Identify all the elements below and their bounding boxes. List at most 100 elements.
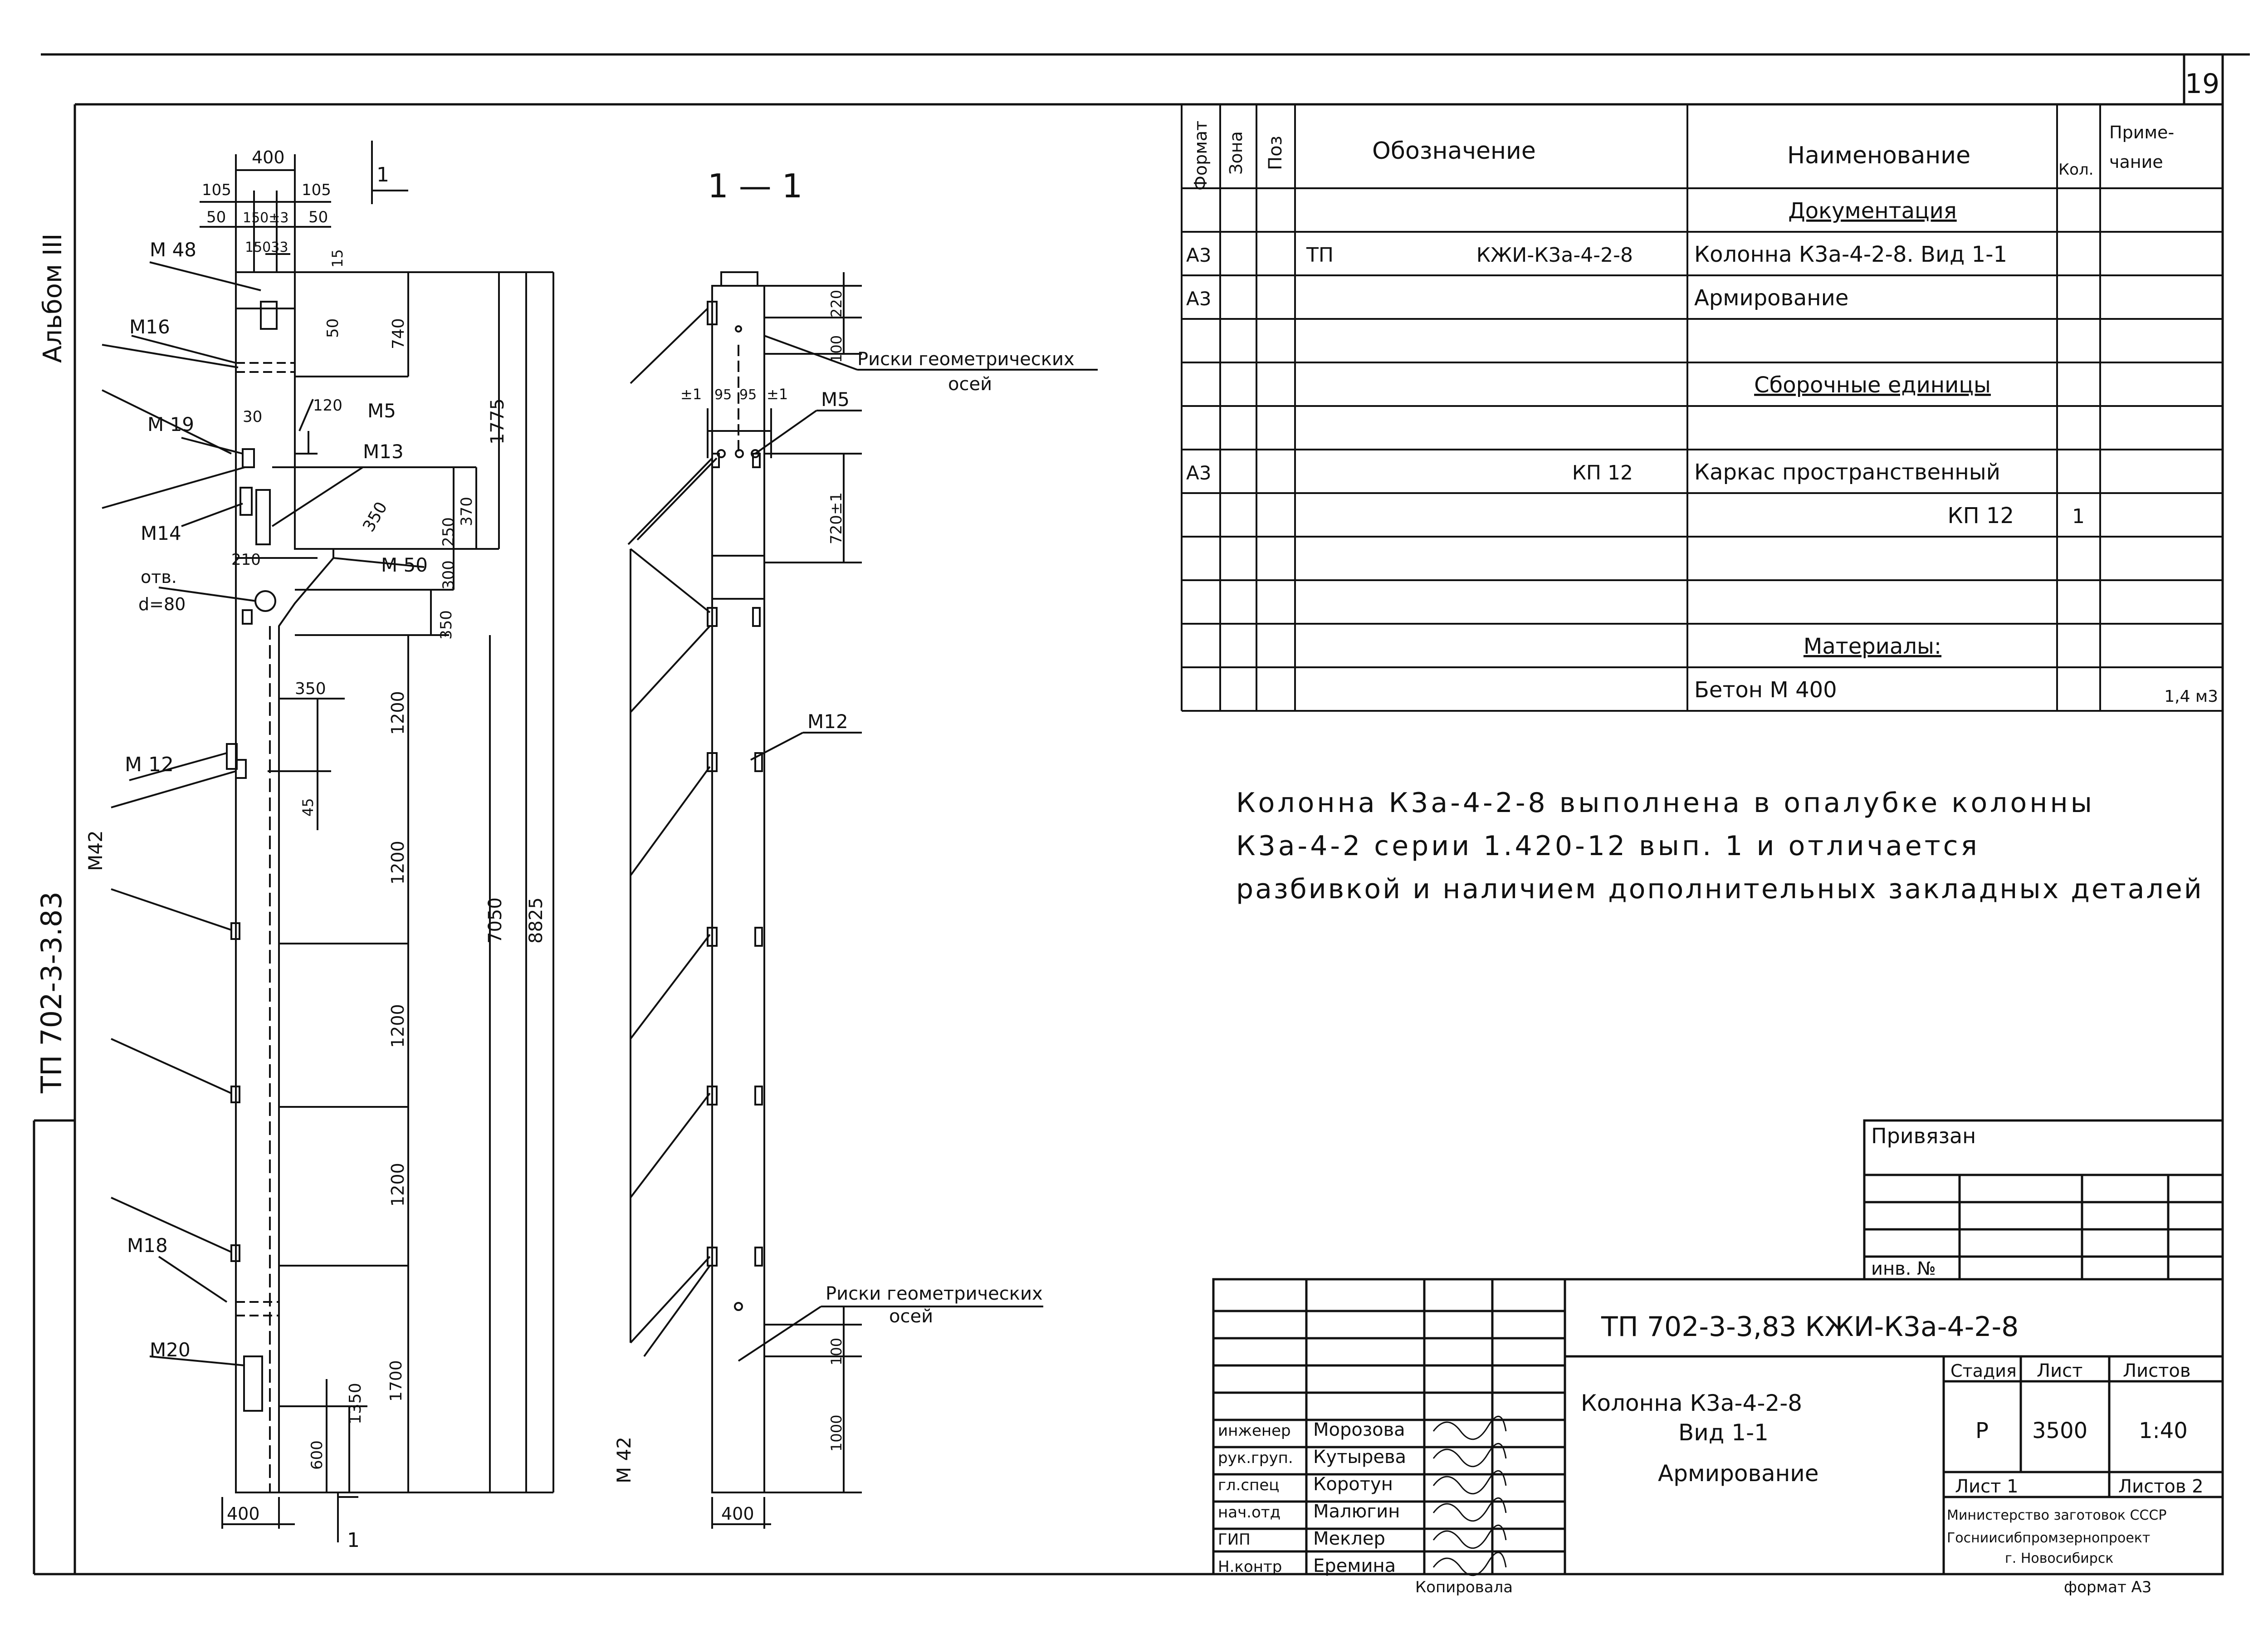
row-format: А3 xyxy=(1186,244,1211,266)
dim-50-left: 50 xyxy=(206,208,226,226)
header-pos: Поз xyxy=(1265,136,1286,170)
label-m48: М 48 xyxy=(150,239,196,261)
row-name: Каркас пространственный xyxy=(1694,460,2000,485)
column-front-view xyxy=(102,141,554,1542)
album-label: Альбом III xyxy=(38,234,68,363)
tb-stage-header: Стадия xyxy=(1950,1361,2017,1381)
tb-role: Н.контр xyxy=(1218,1558,1282,1576)
dim-220: 220 xyxy=(828,290,845,318)
label-m12-section: М12 xyxy=(807,710,848,733)
section-title: 1 — 1 xyxy=(708,167,802,205)
row-name: Документация xyxy=(1788,198,1957,224)
note-line-2: К3а-4-2 серии 1.420-12 вып. 1 и отличает… xyxy=(1236,830,1980,862)
tb-org-1: Министерство заготовок СССР xyxy=(1947,1507,2166,1523)
tb-sheets2: Листов 2 xyxy=(2118,1476,2204,1497)
row-designation-a: ТП xyxy=(1306,244,1334,267)
dim-100-b: 100 xyxy=(828,1338,845,1365)
label-tol-right: ±1 xyxy=(767,386,788,403)
dim-400-top: 400 xyxy=(252,147,285,167)
dim-50-right: 50 xyxy=(308,208,328,226)
dim-1700: 1700 xyxy=(387,1360,406,1402)
row-name: Сборочные единицы xyxy=(1754,372,1991,398)
header-format: Формат xyxy=(1191,121,1211,191)
dim-1000: 1000 xyxy=(828,1415,845,1452)
label-m50: М 50 xyxy=(381,554,428,576)
dim-105-left: 105 xyxy=(202,181,231,199)
dim-95-a: 95 xyxy=(714,387,732,403)
tb-code: ТП 702-3-3,83 КЖИ-К3а-4-2-8 xyxy=(1601,1311,2019,1343)
row-designation-b: КЖИ-К3а-4-2-8 xyxy=(1476,244,1633,267)
dim-1775: 1775 xyxy=(487,398,508,445)
title-block-grid xyxy=(1212,1119,2224,1575)
row-format: А3 xyxy=(1186,288,1211,310)
spec-table: Формат Зона Поз Обозначение Наименование… xyxy=(1186,121,2218,706)
tb-org-3: г. Новосибирск xyxy=(2005,1551,2113,1566)
tb-org-2: Госниисибпромзернопроект xyxy=(1947,1530,2150,1546)
section-view-labels: Риски геометрических осей М5 М12 М 42 Ри… xyxy=(613,290,1075,1524)
header-note-1: Приме- xyxy=(2109,122,2174,142)
signature-mark xyxy=(1432,1416,1507,1440)
label-m5-section: М5 xyxy=(821,388,850,411)
dim-30: 30 xyxy=(243,408,262,426)
label-m14: М14 xyxy=(141,522,181,544)
dim-45: 45 xyxy=(299,798,317,817)
dim-100-a: 100 xyxy=(828,335,845,363)
dim-7050: 7050 xyxy=(485,897,506,944)
note-line-3: разбивкой и наличием дополнительных закл… xyxy=(1236,873,2204,905)
tb-sheets-header: Листов xyxy=(2123,1360,2190,1381)
dim-15033: 15033 xyxy=(245,240,288,255)
header-designation: Обозначение xyxy=(1372,137,1536,165)
signature-mark xyxy=(1432,1525,1507,1549)
dim-1200-a: 1200 xyxy=(388,691,408,735)
column-section-view xyxy=(627,271,1098,1529)
series-label: ТП 702-3-3.83 xyxy=(35,891,68,1094)
label-hole-d: d=80 xyxy=(138,594,186,614)
dim-720: 720±1 xyxy=(827,492,846,544)
row-name: КП 12 xyxy=(1947,503,2014,528)
header-name: Наименование xyxy=(1787,142,1970,169)
tb-name: Морозова xyxy=(1313,1419,1405,1440)
dim-400-bottom: 400 xyxy=(227,1504,260,1524)
tb-stage: Р xyxy=(1975,1418,1989,1443)
tb-copied: Копировала xyxy=(1415,1578,1513,1596)
tb-sheet: 3500 xyxy=(2032,1418,2087,1443)
tb-name: Малюгин xyxy=(1313,1501,1400,1522)
dim-8825: 8825 xyxy=(526,897,547,944)
signature-mark xyxy=(1432,1443,1507,1468)
tb-format: формат А3 xyxy=(2064,1578,2151,1596)
dim-15: 15 xyxy=(329,249,346,268)
dim-250: 250 xyxy=(440,517,458,547)
label-m5-front: М5 xyxy=(367,400,396,422)
row-name: Бетон М 400 xyxy=(1694,677,1837,703)
tb-title-1: Колонна К3а-4-2-8 xyxy=(1581,1390,1802,1416)
tb-role: инженер xyxy=(1218,1422,1291,1440)
label-risk-bot2: осей xyxy=(889,1306,933,1327)
dim-1200-b: 1200 xyxy=(388,841,408,885)
label-m12-front: М 12 xyxy=(125,753,174,776)
tb-title-3: Армирование xyxy=(1658,1460,1819,1487)
label-m20: М20 xyxy=(150,1339,191,1361)
tb-role: рук.груп. xyxy=(1218,1449,1293,1467)
section-mark-bottom: 1 xyxy=(347,1529,360,1552)
label-tol-left: ±1 xyxy=(680,386,702,403)
title-block: Привязан инв. № ТП 702-3-3,83 КЖИ-К3а-4-… xyxy=(1218,1124,2204,1596)
tb-name: Коротун xyxy=(1313,1474,1393,1495)
tb-privyazan: Привязан xyxy=(1871,1124,1976,1148)
tb-name: Еремина xyxy=(1313,1556,1396,1576)
label-hole: отв. xyxy=(141,567,177,587)
signature-mark xyxy=(1432,1470,1507,1495)
label-m13: М13 xyxy=(363,440,404,463)
header-note-2: чание xyxy=(2109,152,2163,172)
header-zone: Зона xyxy=(1226,131,1246,175)
tb-sheet-header: Лист xyxy=(2037,1360,2082,1381)
label-m42-section: М 42 xyxy=(613,1437,635,1483)
dim-350-diag: 350 xyxy=(359,499,391,535)
row-note: 1,4 м3 xyxy=(2164,687,2218,706)
dim-350-low: 350 xyxy=(295,680,326,698)
header-qty: Кол. xyxy=(2058,161,2093,179)
dim-105-right: 105 xyxy=(302,181,331,199)
dim-50-side: 50 xyxy=(324,318,342,338)
dim-120: 120 xyxy=(313,396,342,415)
label-m42-front: М42 xyxy=(84,830,107,871)
